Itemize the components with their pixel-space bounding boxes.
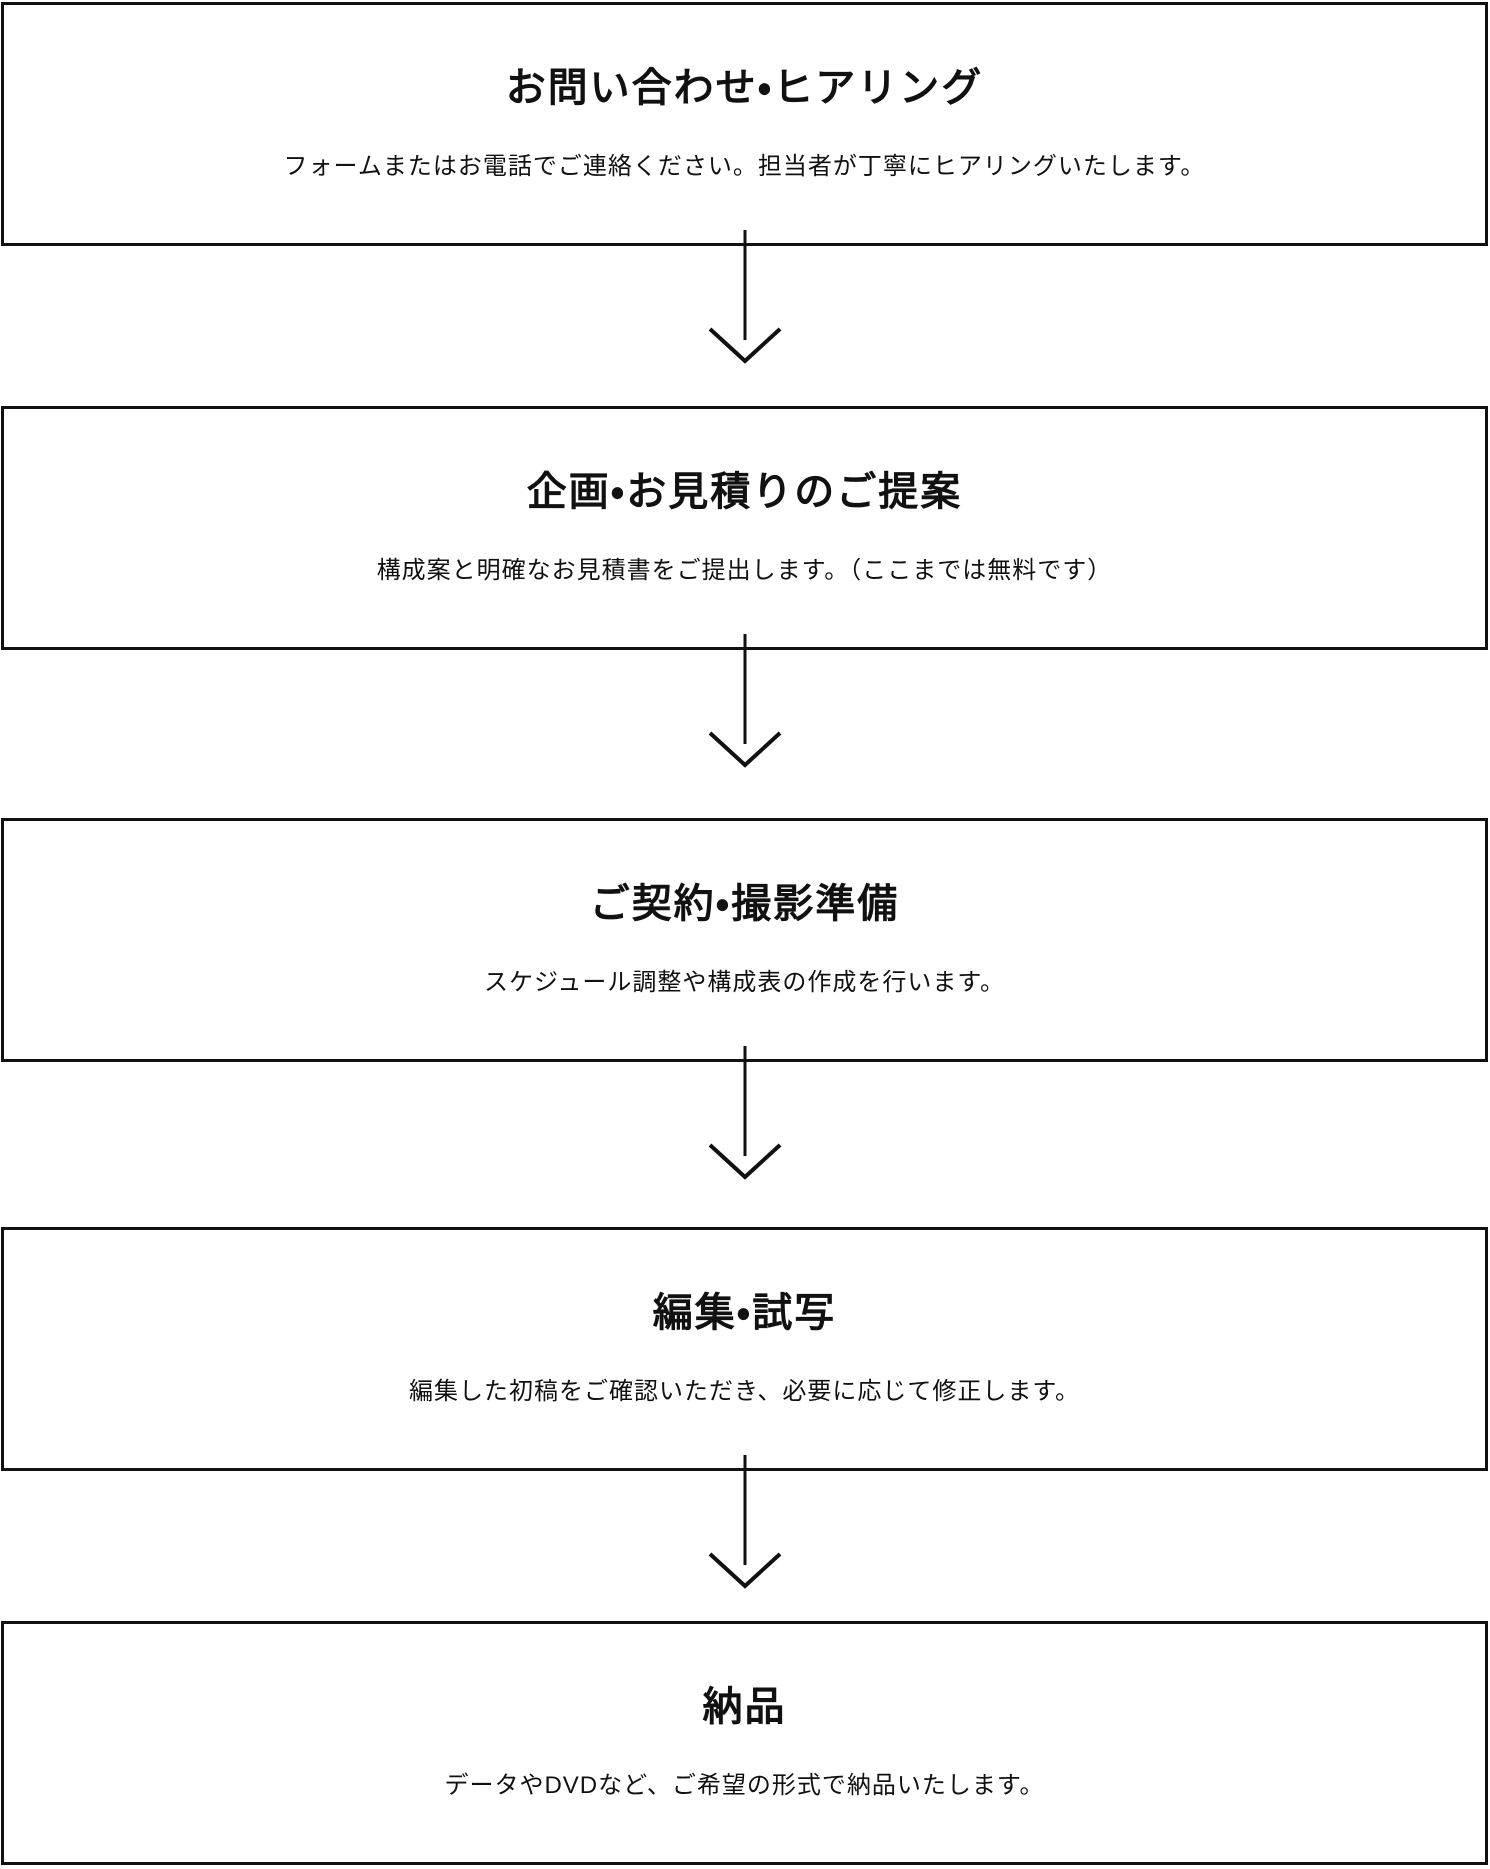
arrow-down-icon	[705, 1455, 785, 1591]
step-title: 編集・試写	[652, 1291, 837, 1335]
arrow-down-icon	[705, 230, 785, 366]
flow-step-4: 編集・試写 編集した初稿をご確認いただき、必要に応じて修正します。	[1, 1227, 1488, 1471]
step-description: 構成案と明確なお見積書をご提出します。（ここまでは無料です）	[376, 557, 1113, 584]
step-title: 納品	[702, 1685, 787, 1729]
flow-step-5: 納品 データやDVDなど、ご希望の形式で納品いたします。	[1, 1621, 1488, 1865]
step-title: ご契約・撮影準備	[589, 882, 900, 926]
arrow-down-icon	[705, 1046, 785, 1182]
step-description: 編集した初稿をご確認いただき、必要に応じて修正します。	[409, 1378, 1080, 1405]
step-title: お問い合わせ・ヒアリング	[505, 66, 984, 110]
arrow-down-icon	[705, 634, 785, 770]
step-description: データやDVDなど、ご希望の形式で納品いたします。	[444, 1772, 1045, 1799]
step-description: スケジュール調整や構成表の作成を行います。	[484, 969, 1005, 996]
flow-step-3: ご契約・撮影準備 スケジュール調整や構成表の作成を行います。	[1, 818, 1488, 1062]
step-title: 企画・お見積りのご提案	[526, 470, 963, 514]
flow-step-2: 企画・お見積りのご提案 構成案と明確なお見積書をご提出します。（ここまでは無料で…	[1, 406, 1488, 650]
flow-step-1: お問い合わせ・ヒアリング フォームまたはお電話でご連絡ください。担当者が丁寧にヒ…	[1, 2, 1488, 246]
step-description: フォームまたはお電話でご連絡ください。担当者が丁寧にヒアリングいたします。	[283, 153, 1206, 180]
